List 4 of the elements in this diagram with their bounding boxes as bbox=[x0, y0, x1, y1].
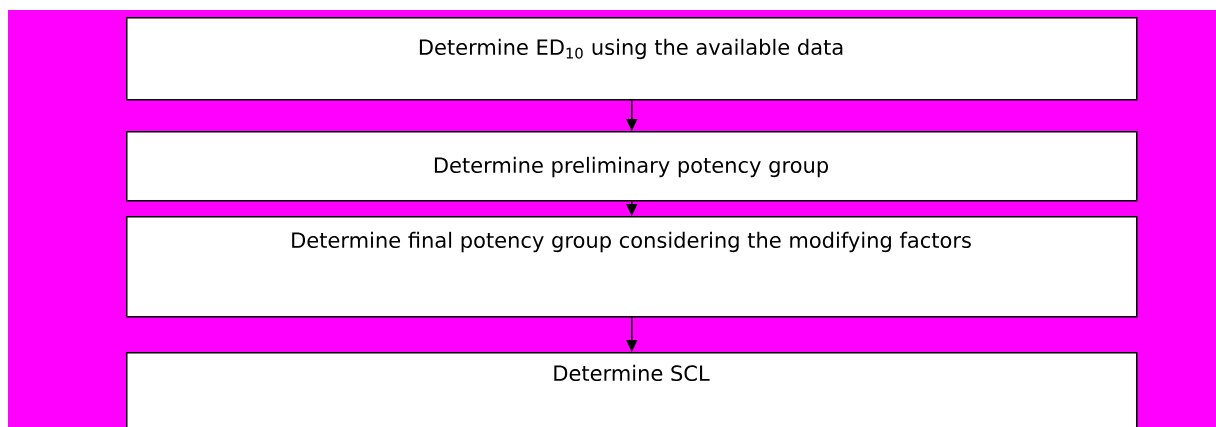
process-box: Determine SCL bbox=[126, 352, 1138, 427]
process-box: Determine preliminary potency group bbox=[126, 131, 1138, 202]
process-box: Determine final potency group considering the modifying factors bbox=[126, 216, 1138, 318]
process-box: Determine ED$_{10}$ using the available data bbox=[126, 17, 1138, 101]
